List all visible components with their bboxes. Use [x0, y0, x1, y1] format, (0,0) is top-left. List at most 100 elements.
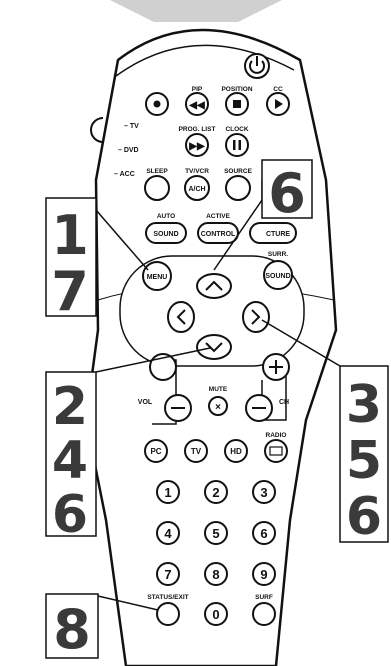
- digit-button-9[interactable]: 9: [252, 562, 276, 586]
- status-exit-button[interactable]: [156, 602, 180, 626]
- menu-text: MENU: [147, 274, 168, 281]
- digit-button-8[interactable]: 8: [204, 562, 228, 586]
- volume-rocker[interactable]: [149, 353, 192, 425]
- callout-number: 1: [51, 204, 89, 267]
- stop-button[interactable]: [225, 92, 249, 116]
- play-button[interactable]: [266, 92, 290, 116]
- digit-button-5[interactable]: 5: [204, 521, 228, 545]
- cc-label: CC: [273, 86, 283, 93]
- power-icon: [249, 60, 265, 74]
- digit-button-2[interactable]: 2: [204, 480, 228, 504]
- digit-6-text: 6: [260, 526, 267, 541]
- digit-button-6[interactable]: 6: [252, 521, 276, 545]
- ach-text: A/CH: [188, 186, 205, 193]
- radio-icon: [269, 446, 283, 456]
- fast-forward-button[interactable]: ▶▶: [185, 133, 209, 157]
- power-button[interactable]: [244, 53, 270, 79]
- callout-right-mid: 3 5 6: [261, 319, 389, 547]
- auto-sound-text: SOUND: [153, 231, 178, 238]
- auto-sound-button[interactable]: SOUND: [145, 222, 187, 244]
- hd-text: HD: [230, 447, 242, 456]
- rewind-button[interactable]: ◀◀: [185, 92, 209, 116]
- active-control-button[interactable]: CONTROL: [197, 222, 239, 244]
- record-icon: [153, 100, 161, 108]
- source-switch[interactable]: – TV – DVD – ACC: [90, 117, 139, 178]
- callout-left-bottom: 8: [45, 593, 159, 661]
- remote-top-edge: [115, 44, 295, 77]
- volume-up-button[interactable]: [149, 353, 177, 381]
- cursor-down-button[interactable]: [196, 334, 232, 360]
- cursor-up-button[interactable]: [196, 273, 232, 299]
- surf-button[interactable]: [252, 602, 276, 626]
- digit-button-1[interactable]: 1: [156, 480, 180, 504]
- ch-label: CH: [279, 399, 289, 406]
- callout-number: 5: [346, 431, 382, 491]
- down-arrow-icon: [205, 342, 223, 353]
- callout-number: 2: [52, 377, 88, 437]
- callout-left-top: 1 7: [45, 197, 149, 323]
- sleep-button[interactable]: [144, 175, 170, 201]
- surr-sound-text: SOUND: [265, 273, 290, 280]
- digit-button-4[interactable]: 4: [156, 521, 180, 545]
- digit-button-7[interactable]: 7: [156, 562, 180, 586]
- hd-button[interactable]: HD: [224, 439, 248, 463]
- callout-number: 6: [52, 485, 88, 545]
- pause-icon: [233, 140, 236, 150]
- fast-forward-icon: ▶▶: [188, 141, 206, 152]
- source-button[interactable]: [225, 175, 251, 201]
- digit-8-text: 8: [212, 567, 219, 582]
- callout-number: 7: [51, 260, 89, 323]
- pc-text: PC: [150, 447, 161, 456]
- rewind-icon: ◀◀: [188, 100, 205, 111]
- mute-icon: ×: [215, 402, 221, 413]
- callout-number: 4: [52, 431, 88, 491]
- digit-0-text: 0: [212, 607, 219, 622]
- up-arrow-icon: [205, 280, 223, 291]
- auto-label: AUTO: [157, 213, 175, 220]
- radio-button[interactable]: [264, 439, 288, 463]
- digit-1-text: 1: [164, 485, 171, 500]
- channel-rocker[interactable]: [245, 353, 290, 422]
- digit-2-text: 2: [212, 485, 219, 500]
- digit-4-text: 4: [164, 526, 172, 541]
- stop-icon: [233, 100, 241, 108]
- surr-sound-button[interactable]: SOUND: [263, 260, 293, 290]
- pip-label: PIP: [192, 86, 203, 93]
- right-arrow-icon: [251, 309, 261, 325]
- digit-7-text: 7: [164, 567, 171, 582]
- active-label: ACTIVE: [206, 213, 231, 220]
- pause-button[interactable]: [225, 133, 249, 157]
- digit-button-0[interactable]: 0: [204, 602, 228, 626]
- record-button[interactable]: [145, 92, 169, 116]
- prog-list-label: PROG. LIST: [179, 126, 216, 133]
- radio-label: RADIO: [266, 432, 287, 439]
- tv-button[interactable]: TV: [184, 439, 208, 463]
- position-label: POSITION: [221, 86, 252, 93]
- digit-5-text: 5: [212, 526, 219, 541]
- cursor-right-button[interactable]: [242, 301, 270, 333]
- vol-label: VOL: [138, 399, 153, 406]
- pc-button[interactable]: PC: [144, 439, 168, 463]
- callout-number: 6: [268, 162, 306, 225]
- ir-beam: [110, 0, 282, 22]
- ach-button[interactable]: A/CH: [184, 175, 210, 201]
- cursor-left-button[interactable]: [167, 301, 195, 333]
- clock-label: CLOCK: [225, 126, 248, 133]
- picture-text: CTURE: [266, 231, 290, 238]
- sleep-label: SLEEP: [146, 168, 168, 175]
- mute-label: MUTE: [209, 386, 228, 393]
- status-exit-label: STATUS/EXIT: [147, 594, 188, 601]
- callout-number: 3: [346, 375, 382, 435]
- tv-text: TV: [191, 447, 202, 456]
- play-icon: [275, 99, 283, 109]
- source-label: SOURCE: [224, 168, 252, 175]
- picture-button[interactable]: CTURE: [249, 222, 297, 244]
- digit-9-text: 9: [260, 567, 267, 582]
- menu-button[interactable]: MENU: [142, 261, 172, 291]
- switch-dvd-label: – DVD: [118, 147, 139, 154]
- left-arrow-icon: [176, 309, 186, 325]
- callout-number: 6: [346, 487, 382, 547]
- surr-label: SURR.: [268, 251, 288, 258]
- digit-button-3[interactable]: 3: [252, 480, 276, 504]
- mute-button[interactable]: ×: [208, 396, 228, 416]
